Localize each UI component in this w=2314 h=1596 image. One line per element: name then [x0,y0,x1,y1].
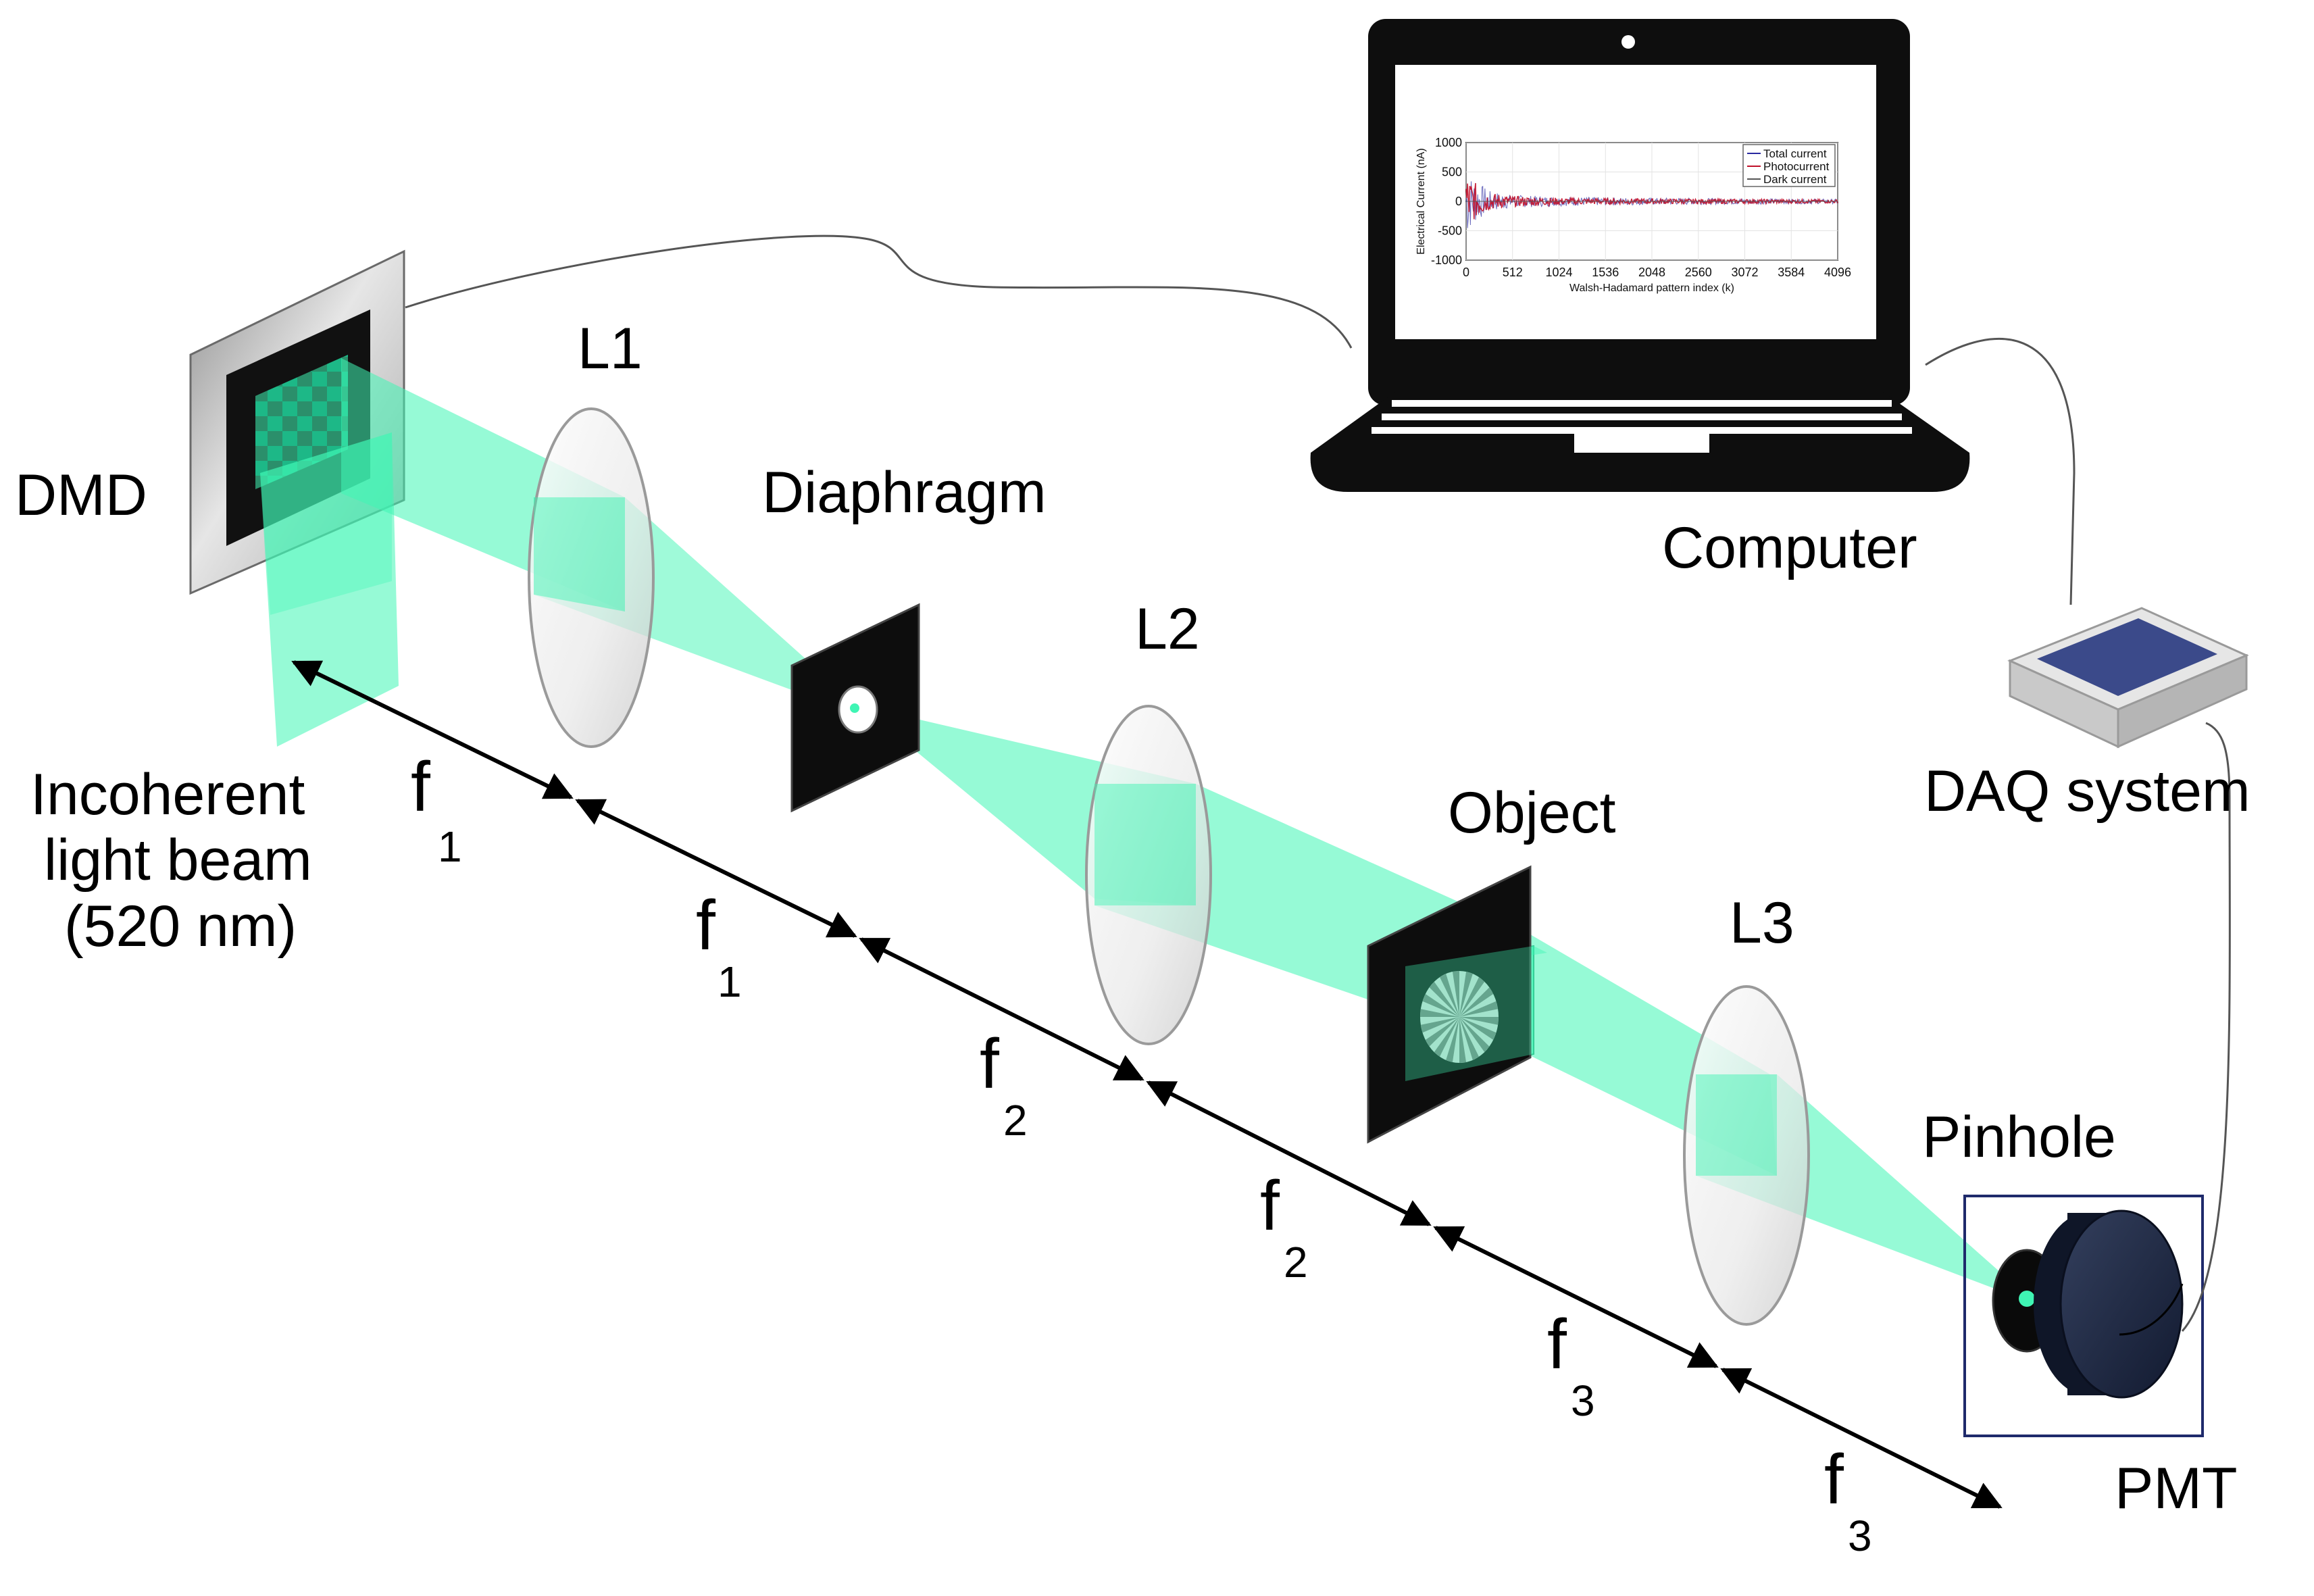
star-spoke [1459,1001,1499,1017]
svg-text:f: f [696,887,716,965]
arrow-f3-b [1720,1368,2003,1509]
label-beam-line1: Incoherent [30,762,305,827]
diaphragm [790,603,920,813]
y-tick-label: -500 [1438,224,1462,238]
label-beam-line2: light beam [44,828,312,893]
star-spoke [1429,981,1459,1017]
y-tick-label: -1000 [1431,253,1462,267]
x-tick-label: 3072 [1731,266,1758,279]
svg-text:3: 3 [1848,1512,1872,1560]
star-spoke [1422,994,1459,1017]
x-tick-label: 0 [1463,266,1469,279]
star-spoke [1446,1017,1459,1062]
plot-y-axis-label: Electrical Current (nA) [1415,148,1427,254]
distance-label-6: f 3 [1824,1441,1872,1560]
star-spoke [1452,971,1459,1017]
svg-text:f: f [1547,1305,1567,1384]
star-spoke [1420,1009,1459,1017]
label-computer: Computer [1662,516,1917,580]
cables [405,234,2231,1332]
star-spoke [1459,972,1473,1017]
star-spoke [1459,1017,1479,1060]
label-daq-system: DAQ system [1924,759,2250,824]
distance-label-1: f 1 [411,748,462,871]
cable-daq-pmt [2181,722,2231,1332]
star-spoke [1440,974,1459,1017]
y-tick-labels: 1000 500 0 -500 -1000 [1431,136,1462,267]
y-tick-label: 0 [1455,195,1462,208]
legend-total-current: Total current [1763,147,1827,160]
plot-series [1465,181,1838,228]
x-tick-label: 4096 [1824,266,1851,279]
svg-text:1: 1 [718,957,742,1006]
svg-text:2: 2 [1003,1096,1028,1145]
pmt [2034,1210,2184,1399]
arrow-f2-a [859,937,1145,1081]
star-spoke [1459,1017,1490,1053]
svg-text:f: f [980,1025,1000,1103]
star-spoke [1459,977,1485,1017]
distance-label-2: f 1 [696,887,742,1006]
svg-text:1: 1 [438,822,462,871]
svg-text:f: f [1824,1441,1844,1519]
svg-text:f: f [411,748,431,826]
distance-label-4: f 2 [1260,1167,1308,1287]
arrow-f2-b [1146,1080,1432,1226]
label-pmt: PMT [2115,1456,2238,1521]
legend-photocurrent: Photocurrent [1763,160,1830,173]
plot-x-axis-label: Walsh-Hadamard pattern index (k) [1569,282,1734,294]
star-spoke [1459,1017,1496,1040]
cable-computer-daq [1925,338,2076,605]
svg-text:f: f [1260,1167,1280,1245]
label-dmd: DMD [15,463,147,528]
arrow-f1-a [291,660,574,799]
x-tick-label: 512 [1503,266,1523,279]
x-tick-label: 3584 [1778,266,1805,279]
star-spoke [1420,1017,1459,1033]
label-pinhole: Pinhole [1922,1105,2116,1170]
label-diaphragm: Diaphragm [762,460,1047,525]
x-tick-label: 1024 [1545,266,1572,279]
plot-legend: Total current Photocurrent Dark current [1742,144,1836,187]
arrow-f1-b [575,799,857,938]
star-spoke [1459,1017,1467,1063]
x-tick-label: 2560 [1685,266,1712,279]
object [1367,865,1534,1144]
label-l2: L2 [1135,597,1200,662]
star-spoke [1459,1017,1499,1025]
x-tick-label: 2048 [1638,266,1665,279]
label-object: Object [1448,780,1616,845]
y-tick-label: 500 [1442,166,1462,179]
x-tick-labels: 0 512 1024 1536 2048 2560 3072 3584 4096 [1463,266,1851,279]
series-photocurrent [1465,182,1838,220]
label-l1: L1 [578,316,643,381]
star-spoke [1459,987,1494,1017]
arrow-f3-a [1433,1226,1719,1368]
star-spoke [1425,1017,1459,1047]
screen-plot: 0 512 1024 1536 2048 2560 3072 3584 4096 1000 500… [1415,136,1851,294]
pinhole-pmt-box [1963,1195,2204,1437]
legend-dark-current: Dark current [1763,173,1827,186]
svg-text:3: 3 [1571,1376,1595,1425]
distance-arrows [291,660,2003,1509]
label-beam-line3: (520 nm) [64,894,297,959]
star-spoke [1434,1017,1459,1057]
x-tick-label: 1536 [1592,266,1619,279]
svg-text:2: 2 [1284,1238,1308,1287]
touchpad [1574,432,1709,453]
cable-dmd-computer [405,234,1353,349]
daq-system [2007,607,2249,749]
label-l3: L3 [1730,891,1794,955]
distance-label-3: f 2 [980,1025,1028,1145]
distance-label-5: f 3 [1547,1305,1595,1425]
y-tick-label: 1000 [1435,136,1462,149]
siemens-star-spokes [1420,971,1499,1063]
